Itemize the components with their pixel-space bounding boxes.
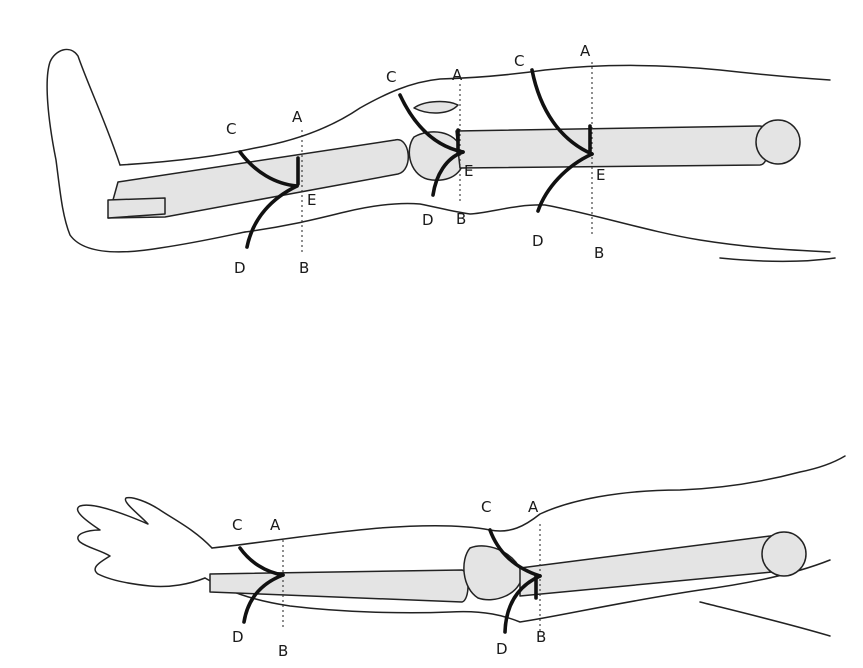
thigh-label-c: C: [514, 52, 524, 70]
thigh-label-b: B: [594, 244, 604, 262]
thigh-label-d: D: [532, 232, 544, 250]
ankle-label-c: C: [226, 120, 236, 138]
elbow-label-d: D: [496, 640, 508, 658]
knee-label-b: B: [456, 210, 466, 228]
elbow-label-c: C: [481, 498, 491, 516]
ankle-label-a: A: [292, 108, 303, 126]
thigh-label-a: A: [580, 42, 591, 60]
femoral-head: [756, 120, 800, 164]
wrist-label-d: D: [232, 628, 244, 646]
thigh-label-e: E: [596, 166, 605, 184]
ankle-label-e: E: [307, 191, 316, 209]
femur-bone: [456, 126, 768, 168]
elbow-label-b: B: [536, 628, 546, 646]
knee-label-d: D: [422, 211, 434, 229]
elbow-label-a: A: [528, 498, 539, 516]
knee-label-c: C: [386, 68, 396, 86]
humeral-head: [762, 532, 806, 576]
fibula-tip: [108, 198, 165, 218]
knee-label-a: A: [452, 66, 463, 84]
wrist-label-b: B: [278, 642, 288, 660]
ankle-label-d: D: [234, 259, 246, 277]
knee-label-e: E: [464, 162, 473, 180]
ankle-label-b: B: [299, 259, 309, 277]
wrist-label-a: A: [270, 516, 281, 534]
wrist-label-c: C: [232, 516, 242, 534]
